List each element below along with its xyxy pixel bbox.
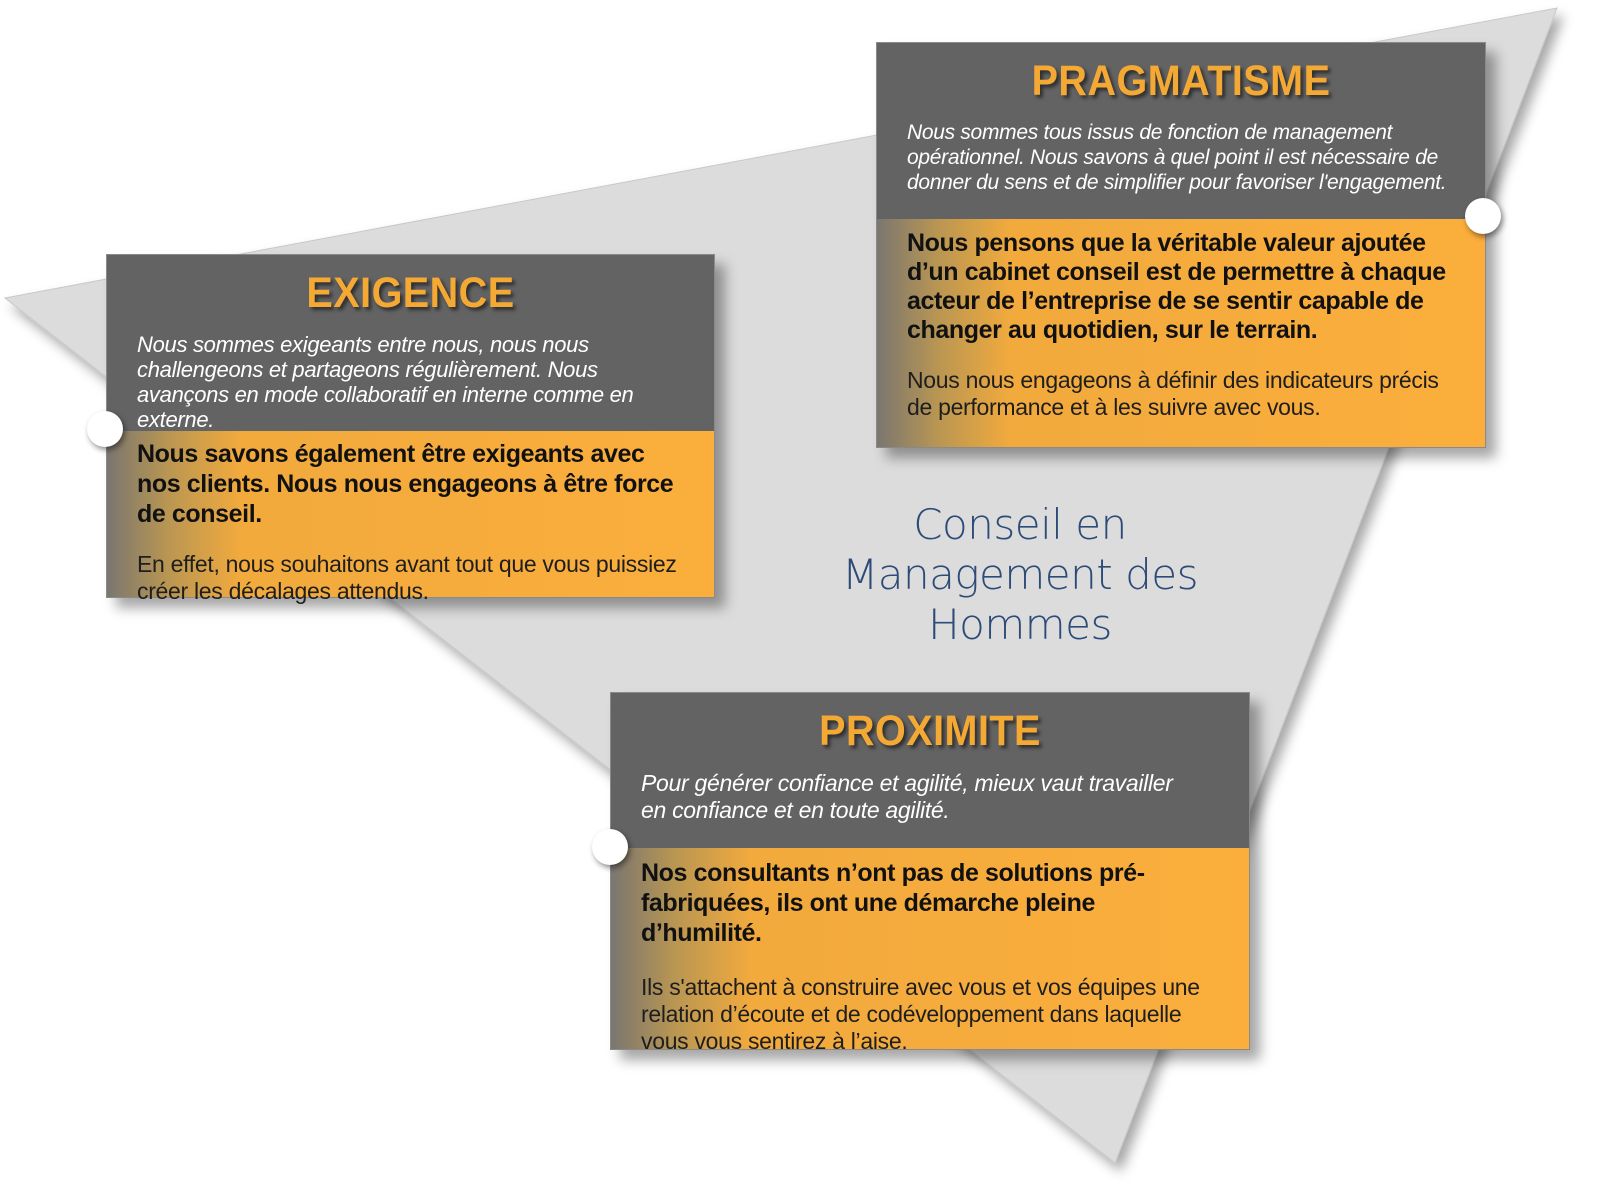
card-exigence-statement: Nous savons également être exigeants ave…: [137, 440, 674, 528]
card-pragmatisme: PRAGMATISME Nous sommes tous issus de fo…: [876, 42, 1486, 448]
connector-dot-exigence: [87, 411, 123, 447]
card-pragmatisme-statement: Nous pensons que la véritable valeur ajo…: [907, 229, 1446, 344]
card-proximite-intro: Pour générer confiance et agilité, mieux…: [641, 770, 1173, 823]
card-exigence-intro: Nous sommes exigeants entre nous, nous n…: [137, 332, 634, 432]
card-proximite-header: PROXIMITE Pour générer confiance et agil…: [611, 693, 1249, 848]
card-proximite-detail: Ils s'attachent à construire avec vous e…: [641, 974, 1200, 1054]
center-label-line1: Conseil en: [913, 500, 1127, 549]
card-pragmatisme-detail: Nous nous engageons à définir des indica…: [907, 367, 1439, 420]
card-exigence-header: EXIGENCE Nous sommes exigeants entre nou…: [107, 255, 714, 432]
center-label-line2: Management des: [842, 550, 1198, 599]
card-exigence: EXIGENCE Nous sommes exigeants entre nou…: [106, 254, 715, 604]
card-pragmatisme-body: Nous pensons que la véritable valeur ajo…: [877, 219, 1485, 447]
card-pragmatisme-intro: Nous sommes tous issus de fonction de ma…: [907, 121, 1447, 194]
center-label: Conseil en Management des Hommes: [830, 500, 1210, 650]
card-exigence-title: EXIGENCE: [306, 269, 515, 317]
card-proximite-title: PROXIMITE: [819, 707, 1041, 755]
card-proximite: PROXIMITE Pour générer confiance et agil…: [610, 692, 1250, 1054]
card-exigence-detail: En effet, nous souhaitons avant tout que…: [137, 551, 677, 604]
card-pragmatisme-header: PRAGMATISME Nous sommes tous issus de fo…: [877, 43, 1485, 219]
card-proximite-body: Nos consultants n’ont pas de solutions p…: [611, 848, 1249, 1054]
center-label-line3: Hommes: [928, 600, 1112, 649]
card-exigence-body: Nous savons également être exigeants ave…: [107, 431, 714, 604]
connector-dot-proximite: [592, 829, 628, 865]
card-proximite-statement: Nos consultants n’ont pas de solutions p…: [641, 859, 1145, 947]
card-pragmatisme-title: PRAGMATISME: [1031, 57, 1331, 105]
connector-dot-pragmatisme: [1465, 198, 1501, 234]
